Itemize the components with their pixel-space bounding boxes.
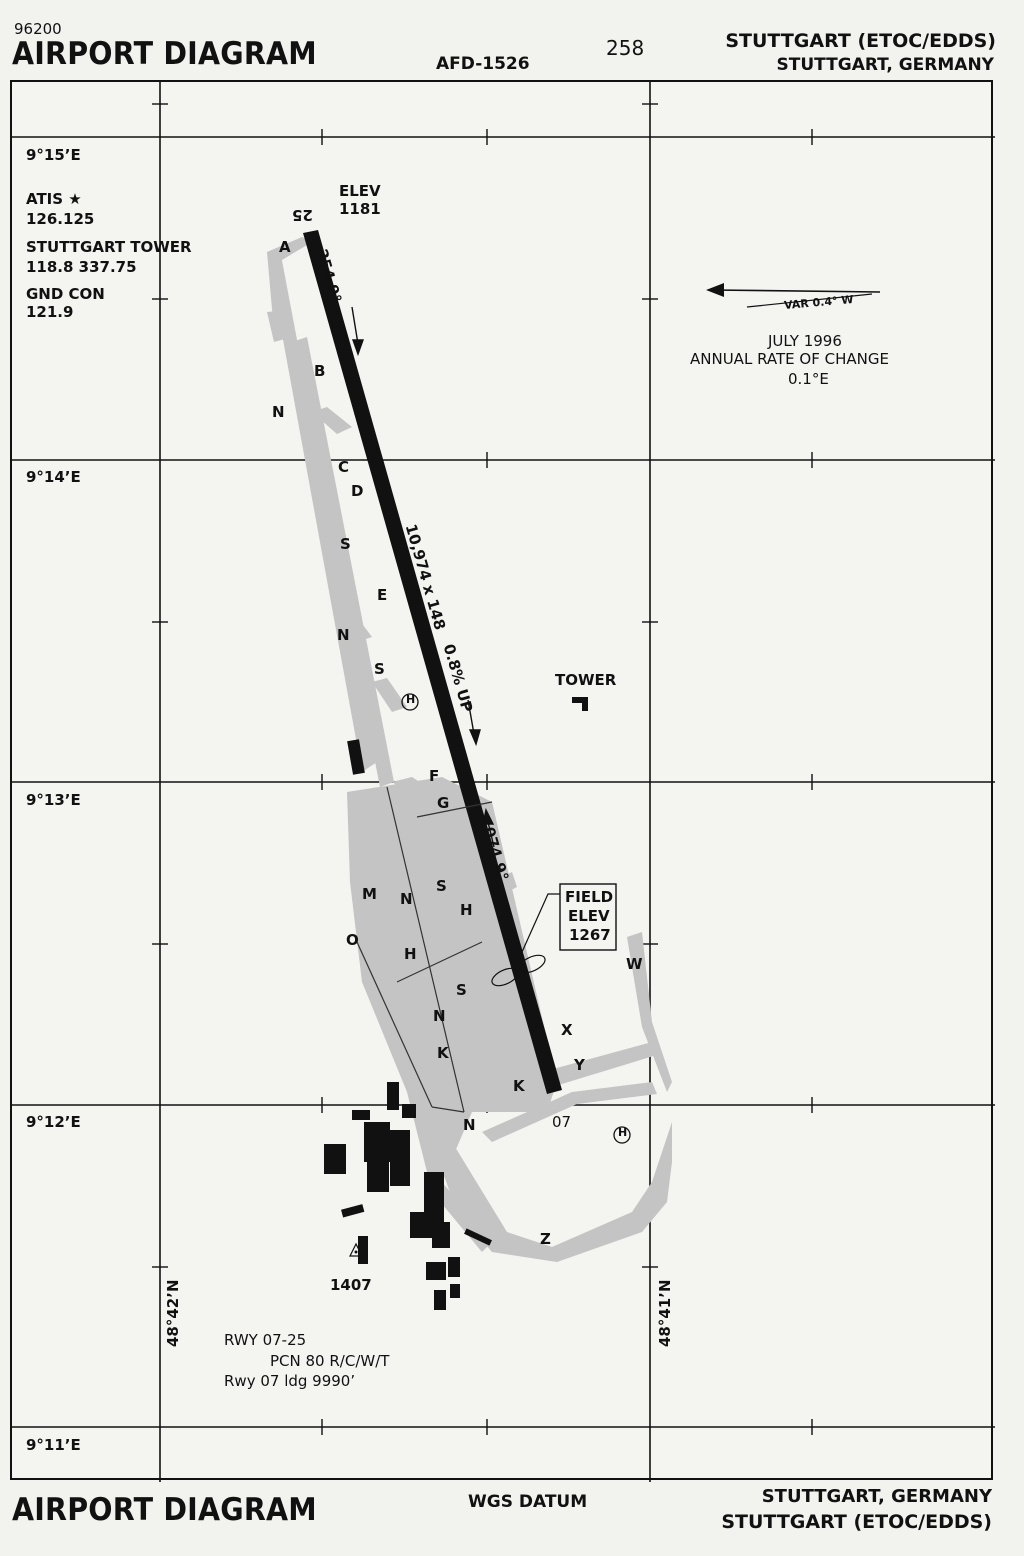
obstacle-icon [349, 1242, 363, 1257]
runway-end-07: 07 [552, 1113, 572, 1131]
latitude-label: 48°42’N [164, 1279, 182, 1348]
footer-datum: WGS DATUM [468, 1492, 588, 1512]
taxiway-label: S [456, 981, 467, 999]
obstacle-elevation: 1407 [330, 1276, 372, 1294]
longitude-label: 9°11’E [26, 1436, 81, 1454]
remarks-line1: RWY 07-25 [224, 1331, 307, 1349]
afd-number: AFD-1526 [436, 54, 530, 74]
longitude-label: 9°14’E [26, 468, 81, 486]
heliport-letter: H [618, 1126, 628, 1139]
ground-label: GND CON [26, 285, 105, 303]
longitude-label: 9°12’E [26, 1113, 81, 1131]
taxiway-label: S [374, 660, 385, 678]
heliport-icons [401, 693, 631, 1144]
atis-frequency: 126.125 [26, 210, 95, 228]
longitude-label: 9°15’E [26, 146, 81, 164]
latitude-label: 48°41’N [656, 1279, 674, 1348]
remarks-line2: PCN 80 R/C/W/T [270, 1352, 390, 1370]
taxiway-label: N [400, 890, 413, 908]
variation-date: JULY 1996 [768, 332, 842, 350]
variation-rate-label: ANNUAL RATE OF CHANGE [690, 350, 889, 368]
terminal-buildings [324, 697, 588, 1310]
taxiway-label: N [337, 626, 350, 644]
taxiway-label: W [626, 955, 643, 973]
longitude-label: 9°13’E [26, 791, 81, 809]
footer-title: AIRPORT DIAGRAM [12, 1492, 317, 1528]
runway-07-25 [303, 230, 562, 1094]
airport-diagram-svg [12, 82, 995, 1482]
taxiway-label: D [351, 482, 364, 500]
taxiway-label: N [272, 403, 285, 421]
chart-id: 96200 [14, 20, 62, 38]
variation-arrow [706, 283, 881, 308]
header-title: AIRPORT DIAGRAM [12, 36, 317, 72]
taxiway-label: X [561, 1021, 573, 1039]
runway-elev-label: ELEV [339, 182, 381, 200]
apron-lines [356, 786, 493, 1113]
header-airport: STUTTGART (ETOC/EDDS) [725, 30, 996, 52]
runway-end-25: 25 [292, 206, 313, 224]
diagram-frame: 9°15’E 9°14’E 9°13’E 9°12’E 9°11’E 48°42… [10, 80, 995, 1482]
taxiway-label: M [362, 885, 377, 903]
heliport-letter: H [406, 693, 416, 706]
taxiway-label: K [513, 1077, 525, 1095]
taxiway-label: H [404, 945, 417, 963]
heading-arrows [351, 306, 495, 848]
field-elev-line3: 1267 [569, 926, 611, 944]
remarks-line3: Rwy 07 ldg 9990’ [224, 1372, 356, 1390]
taxiway-label: Y [574, 1056, 585, 1074]
taxiway-label: B [314, 362, 326, 380]
taxiway-label: C [338, 458, 350, 476]
taxiway-label: H [460, 901, 473, 919]
taxiway-label: S [436, 877, 447, 895]
atis-label: ATIS ★ [26, 190, 82, 208]
taxiway-label: E [377, 586, 388, 604]
taxiway-label: N [463, 1116, 476, 1134]
taxiway-label: G [437, 794, 450, 812]
tower-label-map: TOWER [555, 671, 617, 689]
taxiway-label: F [429, 767, 440, 785]
taxiway-label: K [437, 1044, 449, 1062]
taxiway-label: S [340, 535, 351, 553]
runway-elev-value: 1181 [339, 200, 381, 218]
footer-airport: STUTTGART (ETOC/EDDS) [721, 1511, 992, 1533]
footer-city: STUTTGART, GERMANY [761, 1486, 992, 1507]
ground-frequency: 121.9 [26, 303, 74, 321]
field-elev-line2: ELEV [568, 907, 610, 925]
variation-rate-value: 0.1°E [788, 370, 829, 388]
tower-frequency: 118.8 337.75 [26, 258, 137, 276]
taxiway-label: N [433, 1007, 446, 1025]
field-elev-callout [491, 883, 617, 987]
header-city: STUTTGART, GERMANY [776, 55, 994, 75]
field-elev-line1: FIELD [565, 888, 614, 906]
taxiway-label: O [346, 931, 359, 949]
taxiway-label: Z [540, 1230, 551, 1248]
tower-label: STUTTGART TOWER [26, 238, 192, 256]
taxiway-pavement [267, 237, 672, 1262]
page-number: 258 [606, 36, 645, 60]
taxiway-label: A [279, 238, 291, 256]
